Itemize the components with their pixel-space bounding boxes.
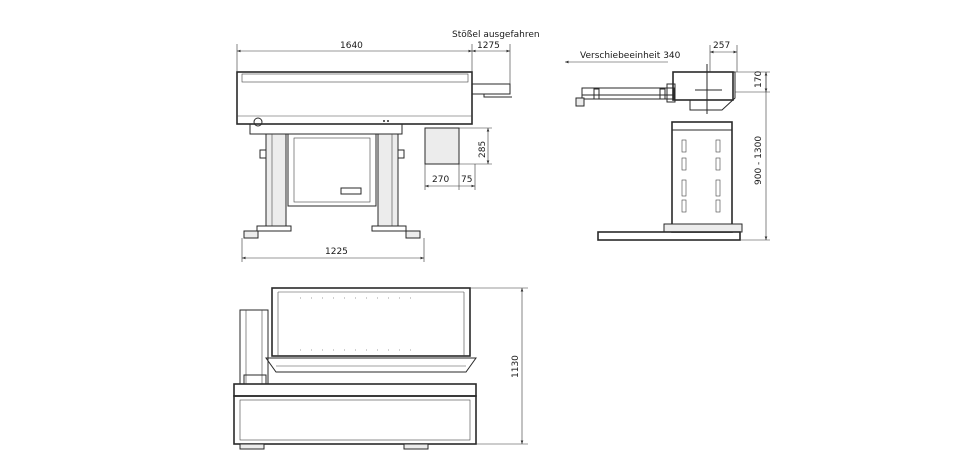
side-view <box>575 64 743 241</box>
dimension-1640: 1640 <box>340 41 363 51</box>
dimension-257: 257 <box>713 41 730 51</box>
slide-unit-label: Verschiebeeinheit 340 <box>580 51 681 61</box>
dimension-170: 170 <box>754 71 764 88</box>
ram-extended-label: Stößel ausgefahren <box>452 30 540 40</box>
top-view-dimensions: 1130 <box>470 287 528 445</box>
dimension-1225: 1225 <box>325 247 348 257</box>
front-view-dimensions: 1640 1275 Stößel ausgefahren 285 270 75 … <box>236 30 540 262</box>
dimension-1130: 1130 <box>511 355 521 378</box>
front-view <box>236 71 512 239</box>
side-view-dimensions: 257 Verschiebeeinheit 340 170 900 - 1300 <box>565 41 770 241</box>
dimension-900-1300: 900 - 1300 <box>754 136 764 185</box>
dimension-285: 285 <box>478 141 488 158</box>
dimension-75: 75 <box>461 175 472 185</box>
dimension-1275: 1275 <box>477 41 500 51</box>
dimension-270: 270 <box>432 175 449 185</box>
top-view <box>233 287 477 450</box>
